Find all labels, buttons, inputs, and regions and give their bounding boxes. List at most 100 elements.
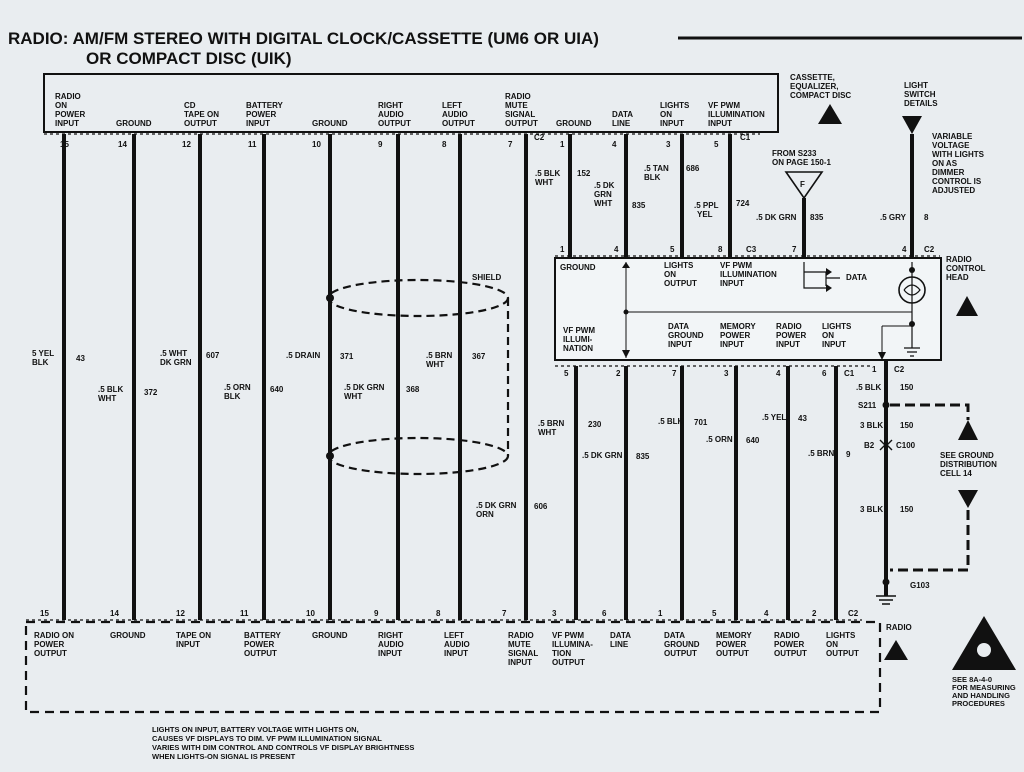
gp-b2: B2 <box>864 441 875 450</box>
bottom-pin-5: 5 <box>712 609 717 618</box>
wire-circuit-w7: 606 <box>534 502 548 511</box>
bottom-label-8-1: AUDIO <box>444 640 470 649</box>
connector-c2-top: C2 <box>534 133 545 142</box>
bottom-label-4-1: POWER <box>774 640 804 649</box>
gp-w2-color: 3 BLK <box>860 421 883 430</box>
head-bottom-pin-3: 3 <box>724 369 729 378</box>
head-label-lights-1: LIGHTS <box>664 261 694 270</box>
head-bottom-label-4-1: ON <box>822 331 834 340</box>
top-label-w11-0: BATTERY <box>246 101 284 110</box>
esd-note-4: PROCEDURES <box>952 699 1005 708</box>
s233-wire-circuit: 835 <box>810 213 824 222</box>
head-bottom-label-4-2: INPUT <box>822 340 846 349</box>
title-line-2: OR COMPACT DISC (UIK) <box>86 49 292 68</box>
top-pin-w8: 8 <box>442 140 447 149</box>
top-label-w9-1: AUDIO <box>378 110 404 119</box>
top-label-w11-1: POWER <box>246 110 276 119</box>
head-top-pin-8: 8 <box>718 245 723 254</box>
head-top-pin-5: 5 <box>670 245 675 254</box>
wire-color-w15-0: 5 YEL <box>32 349 54 358</box>
w1-color-2: WHT <box>535 178 553 187</box>
bottom-label-15-1: POWER <box>34 640 64 649</box>
w3-circuit: 686 <box>686 164 700 173</box>
top-label-w15-1: ON <box>55 101 67 110</box>
bottom-label-6-0: DATA <box>610 631 631 640</box>
top-pin-labels: RADIOONPOWERINPUT15GROUND14CDTAPE ONOUTP… <box>55 92 765 149</box>
w1-color-1: .5 BLK <box>535 169 561 178</box>
lower-wire-color-1-0: .5 DK GRN <box>582 451 623 460</box>
wire-color-w11-1: BLK <box>224 392 241 401</box>
bottom-pin-9: 9 <box>374 609 379 618</box>
bottom-label-12-1: INPUT <box>176 640 200 649</box>
connector-c1-top: C1 <box>740 133 751 142</box>
bottom-label-2-1: ON <box>826 640 838 649</box>
shield-label: SHIELD <box>472 273 502 282</box>
wire-color-w10-0: .5 DRAIN <box>286 351 320 360</box>
wire-color-w14-0: .5 BLK <box>98 385 124 394</box>
head-bottom-label-2-2: INPUT <box>720 340 744 349</box>
bottom-label-15-2: OUTPUT <box>34 649 67 658</box>
wire-color-w12-1: DK GRN <box>160 358 192 367</box>
ground-symbol-icon <box>876 595 896 605</box>
cassette-label-line-1: CASSETTE, <box>790 73 835 82</box>
light-switch-line-2: SWITCH <box>904 90 936 99</box>
gp-g103: G103 <box>910 581 930 590</box>
gp-w3-color: 3 BLK <box>860 505 883 514</box>
top-label-w9-0: RIGHT <box>378 101 403 110</box>
head-label-ground: GROUND <box>560 263 596 272</box>
top-label-w1-0: GROUND <box>556 119 592 128</box>
head-bottom-pin-5: 5 <box>564 369 569 378</box>
w4-color-2: GRN <box>594 190 612 199</box>
head-bottom-label-2-1: POWER <box>720 331 750 340</box>
head-bottom-label-1-0: DATA <box>668 322 689 331</box>
bottom-pin-6: 6 <box>602 609 607 618</box>
top-pin-w11: 11 <box>248 140 257 149</box>
shield-tap-dot <box>326 452 334 460</box>
bottom-label-2-0: LIGHTS <box>826 631 856 640</box>
bottom-label-9-0: RIGHT <box>378 631 403 640</box>
bottom-label-8-0: LEFT <box>444 631 464 640</box>
wire-circuit-w11: 640 <box>270 385 284 394</box>
gp-splice: S211 <box>858 401 877 410</box>
head-title-3: HEAD <box>946 273 969 282</box>
bottom-label-8-2: INPUT <box>444 649 468 658</box>
bottom-pin-8: 8 <box>436 609 441 618</box>
gp-c100: C100 <box>896 441 916 450</box>
light-switch-flag-icon <box>902 116 922 134</box>
top-pin-w9: 9 <box>378 140 383 149</box>
ground-junction-dot <box>882 578 890 586</box>
w4-color-1: .5 DK <box>594 181 615 190</box>
title-line-1: RADIO: AM/FM STEREO WITH DIGITAL CLOCK/C… <box>8 29 599 48</box>
top-label-w3-1: ON <box>660 110 672 119</box>
light-switch-wire-color: .5 GRY <box>880 213 907 222</box>
bottom-label-1-1: GROUND <box>664 640 700 649</box>
head-top-pin-1: 1 <box>560 245 565 254</box>
wire-circuit-w10: 371 <box>340 352 354 361</box>
arrow-icon <box>622 350 630 358</box>
top-label-w10-0: GROUND <box>312 119 348 128</box>
bottom-label-11-2: OUTPUT <box>244 649 277 658</box>
head-label-vf-2: ILLUMINATION <box>720 270 777 279</box>
ls-note-2: VOLTAGE <box>932 141 970 150</box>
wire-color-w9-0: .5 DK GRN <box>344 383 385 392</box>
bottom-label-15-0: RADIO ON <box>34 631 74 640</box>
bottom-label-5-0: MEMORY <box>716 631 752 640</box>
see-ground-3: CELL 14 <box>940 469 972 478</box>
cassette-label-line-2: EQUALIZER, <box>790 82 838 91</box>
ground-path-pin: 1 <box>872 365 877 374</box>
junction-dot <box>623 309 629 315</box>
top-pin-w14: 14 <box>118 140 127 149</box>
head-bottom-label-0-1: ILLUMI- <box>563 335 593 344</box>
upper-head-wires <box>568 134 914 258</box>
top-label-w11-2: INPUT <box>246 119 270 128</box>
wire-color-w7-1: ORN <box>476 510 494 519</box>
bottom-label-11-1: POWER <box>244 640 274 649</box>
head-title-2: CONTROL <box>946 264 986 273</box>
wire-color-w7-0: .5 DK GRN <box>476 501 517 510</box>
connector-c100-icon <box>879 439 893 451</box>
wire-circuit-w15: 43 <box>76 354 85 363</box>
bottom-pin-11: 11 <box>240 609 249 618</box>
